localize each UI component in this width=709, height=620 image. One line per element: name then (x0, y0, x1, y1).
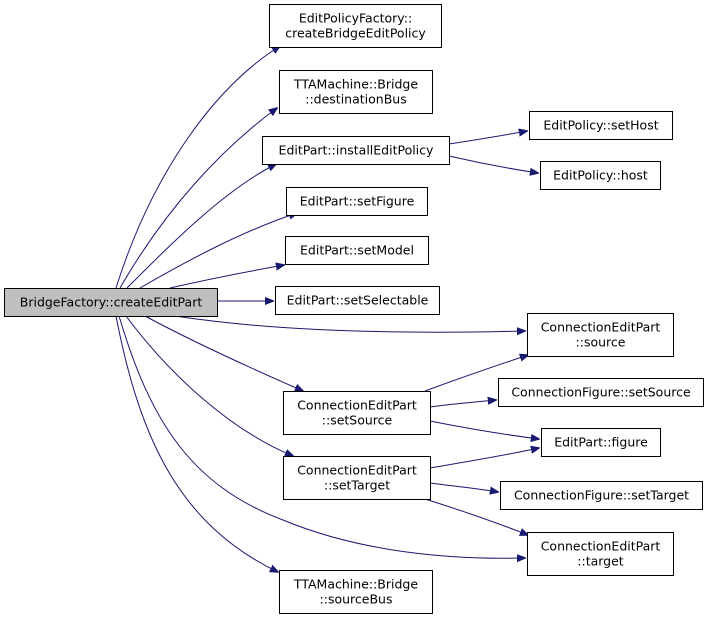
node-label-line: ConnectionEditPart (541, 320, 661, 335)
node-label-line: ::source (576, 335, 626, 350)
node-sethost[interactable]: EditPolicy::setHost (529, 111, 673, 140)
node-cetgt[interactable]: ConnectionEditPart::target (527, 532, 674, 576)
node-label-line: ::setTarget (324, 478, 390, 493)
node-box (500, 481, 703, 510)
node-label-line: EditPolicy::host (553, 168, 648, 183)
node-epf[interactable]: EditPolicyFactory::createBridgeEditPolic… (269, 4, 442, 48)
edge-root-to-cesrc (174, 315, 525, 332)
node-tdb[interactable]: TTAMachine::Bridge::destinationBus (279, 70, 433, 114)
edge-cest-to-cfst (429, 482, 498, 492)
node-box (286, 187, 428, 216)
node-box (527, 532, 674, 576)
node-label-line: EditPolicy::setHost (543, 118, 658, 133)
node-label-line: EditPart::setFigure (300, 194, 415, 209)
node-label-line: EditPart::setSelectable (287, 293, 429, 308)
node-label-line: BridgeFactory::createEditPart (20, 295, 203, 310)
node-box (262, 136, 450, 165)
node-label-line: ConnectionFigure::setSource (511, 385, 691, 400)
node-box (529, 111, 673, 140)
node-cfst[interactable]: ConnectionFigure::setTarget (500, 481, 703, 510)
node-box (269, 4, 442, 48)
node-label-line: ConnectionEditPart (541, 539, 661, 554)
node-cest[interactable]: ConnectionEditPart::setTarget (283, 456, 431, 500)
node-label-line: ConnectionEditPart (297, 463, 417, 478)
node-box (527, 313, 674, 357)
node-cfss[interactable]: ConnectionFigure::setSource (498, 378, 704, 407)
edge-cess-to-epfig (429, 420, 539, 439)
node-box (498, 378, 704, 407)
node-box (4, 288, 218, 317)
node-label-line: ConnectionEditPart (297, 398, 417, 413)
edge-cest-to-epfig (429, 448, 539, 469)
edge-root-to-tsb (115, 315, 278, 572)
node-cess[interactable]: ConnectionEditPart::setSource (283, 391, 431, 435)
node-tsb[interactable]: TTAMachine::Bridge::sourceBus (279, 570, 433, 614)
edge-cest-to-cetgt (424, 498, 528, 535)
node-setmod[interactable]: EditPart::setModel (285, 236, 429, 265)
node-box (283, 391, 431, 435)
node-label-line: createBridgeEditPolicy (285, 26, 426, 41)
node-label-line: EditPart::setModel (300, 243, 414, 258)
node-root[interactable]: BridgeFactory::createEditPart (4, 288, 218, 317)
edge-iep-to-host (448, 155, 538, 173)
edges-layer (115, 46, 539, 572)
node-label-line: ::target (577, 554, 624, 569)
edge-root-to-setfig (139, 213, 297, 289)
edge-root-to-tdb (119, 108, 277, 289)
node-box (541, 428, 661, 457)
node-box (540, 161, 661, 190)
node-epfig[interactable]: EditPart::figure (541, 428, 661, 457)
node-label-line: ::sourceBus (320, 592, 393, 607)
edge-cess-to-cesrc (424, 355, 528, 392)
edge-root-to-cess (144, 315, 303, 391)
node-label-line: TTAMachine::Bridge (293, 77, 418, 92)
edge-iep-to-sethost (448, 131, 527, 145)
edge-root-to-epf (115, 46, 280, 289)
node-box (275, 286, 440, 315)
node-setfig[interactable]: EditPart::setFigure (286, 187, 428, 216)
node-label-line: ::destinationBus (305, 92, 406, 107)
node-label-line: TTAMachine::Bridge (293, 577, 418, 592)
node-host[interactable]: EditPolicy::host (540, 161, 661, 190)
node-box (283, 456, 431, 500)
node-cesrc[interactable]: ConnectionEditPart::source (527, 313, 674, 357)
node-label-line: EditPolicyFactory:: (299, 11, 412, 26)
edge-cess-to-cfss (429, 400, 496, 408)
edge-root-to-setmod (169, 265, 284, 289)
edge-root-to-cest (125, 315, 293, 456)
node-label-line: EditPart::installEditPolicy (279, 143, 434, 158)
node-box (279, 70, 433, 114)
nodes-layer: BridgeFactory::createEditPart EditPolicyF… (4, 4, 704, 614)
node-setsel[interactable]: EditPart::setSelectable (275, 286, 440, 315)
node-label-line: ConnectionFigure::setTarget (514, 488, 689, 503)
node-iep[interactable]: EditPart::installEditPolicy (262, 136, 450, 165)
node-box (279, 570, 433, 614)
edge-root-to-cetgt (118, 315, 525, 558)
edge-root-to-iep (126, 164, 276, 289)
node-box (285, 236, 429, 265)
node-label-line: ::setSource (322, 413, 393, 428)
node-label-line: EditPart::figure (554, 435, 648, 450)
